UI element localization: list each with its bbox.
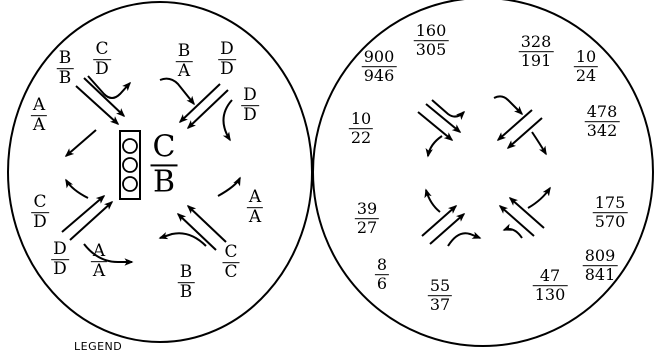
- traffic-signal-icon: [119, 130, 141, 200]
- sw-approach-arrows: [61, 178, 134, 266]
- ne-approach-arrows: [159, 77, 233, 142]
- right-intersection-circle: [312, 0, 654, 347]
- legend-label: LEGEND: [74, 340, 123, 353]
- right-nw-arrows: [417, 99, 466, 158]
- left-movement-arrows: [61, 75, 241, 266]
- right-se-arrows: [498, 186, 551, 239]
- se-approach-arrows: [158, 176, 241, 251]
- nw-approach-arrows: [64, 75, 132, 157]
- right-ne-arrows: [493, 95, 547, 156]
- right-movement-arrows: [417, 95, 551, 247]
- right-sw-arrows: [421, 188, 482, 247]
